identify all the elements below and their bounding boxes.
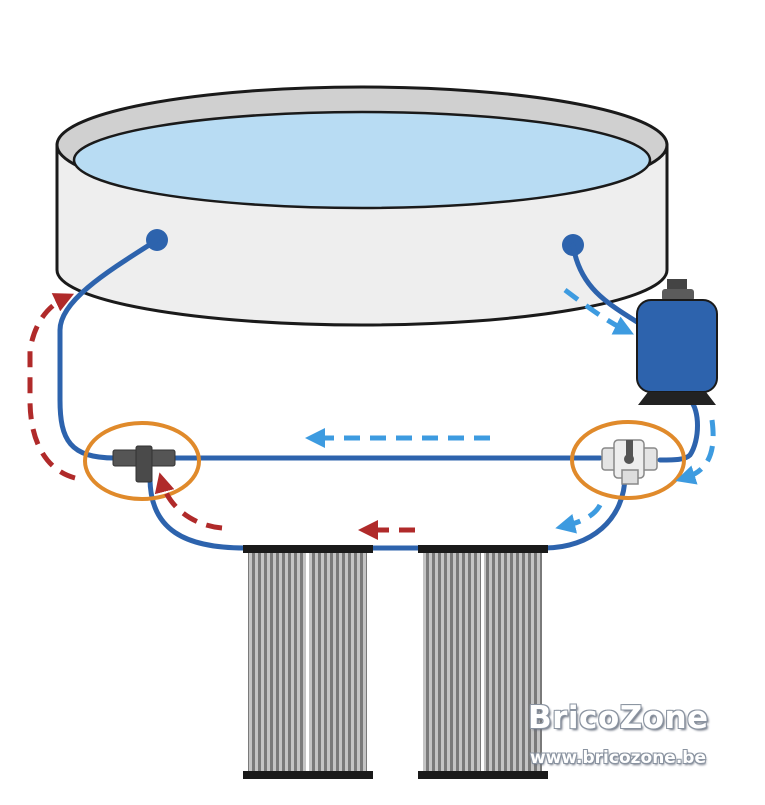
- hot-flow-arrows: [27, 293, 415, 540]
- watermark-url: www.bricozone.be: [530, 748, 706, 768]
- pool-icon: [55, 85, 669, 327]
- bypass-valve-icon: [601, 439, 658, 485]
- tee-fitting-highlight: [83, 421, 201, 501]
- pipe-network: [57, 237, 700, 551]
- watermark-brand: BricoZone: [528, 700, 709, 736]
- tee-fitting-icon: [112, 445, 176, 483]
- cold-flow-arrows: [305, 287, 716, 534]
- solar-panel-icon: [243, 545, 548, 779]
- bypass-valve-highlight: [570, 420, 686, 500]
- sand-filter-icon: [636, 279, 718, 405]
